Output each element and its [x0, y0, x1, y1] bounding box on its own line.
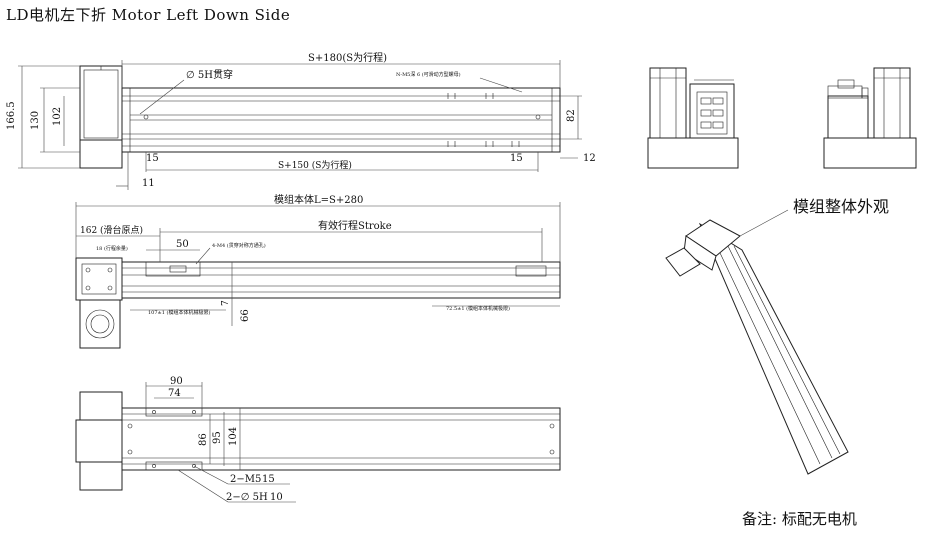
dim-74: 74: [168, 388, 181, 399]
dim-18: 18 (行程余量): [96, 245, 128, 252]
footer-note: 备注: 标配无电机: [742, 510, 857, 528]
page-title: LD电机左下折 Motor Left Down Side: [6, 6, 291, 24]
dim-104: 104: [228, 427, 239, 446]
front-motor-block: [79, 65, 123, 169]
dim-15-left: 15: [146, 153, 159, 164]
dim-82: 82: [566, 109, 577, 122]
isometric-view: [665, 209, 849, 475]
overall-view-label: 模组整体外观: [793, 197, 890, 216]
dim-90: 90: [170, 376, 183, 387]
dim-130: 130: [30, 111, 41, 130]
dim-107: 107±1 (模组本体机械极限): [148, 309, 210, 316]
dim-166: 166.5: [6, 101, 17, 130]
dim-7: 7: [221, 300, 231, 306]
dim-12: 12: [583, 153, 596, 164]
note-m5: 2−M5: [230, 474, 261, 485]
dim-86: 86: [198, 433, 209, 446]
note-hole-depth: 10: [270, 492, 283, 503]
dim-95: 95: [212, 431, 223, 444]
dim-66: 66: [240, 309, 251, 322]
note-m5-depth: 15: [262, 474, 275, 485]
hole-note: ∅ 5H贯穿: [186, 68, 233, 81]
bottom-view: 90 74 86 95 104 2−M5 15 2−∅ 5H 10: [75, 376, 561, 503]
front-view: S+180(S为行程) N-M5深 6 (可滑动方型螺母) ∅ 5H贯穿 166…: [6, 51, 596, 190]
side-view-left: [647, 67, 739, 169]
note-hole: 2−∅ 5H: [226, 492, 268, 503]
dim-162: 162 (滑台原点): [80, 224, 143, 236]
dim-72: 72.5±1 (模组本体机械极限): [446, 305, 510, 312]
slot-note: N-M5深 6 (可滑动方型螺母): [396, 71, 461, 78]
dim-15-right: 15: [510, 153, 523, 164]
dim-11: 11: [142, 178, 155, 189]
dim-102: 102: [52, 107, 63, 126]
top-view: 模组本体L=S+280 162 (滑台原点) 有效行程Stroke 50 4-M…: [75, 193, 561, 349]
dim-50: 50: [176, 239, 189, 250]
dim-stroke: 有效行程Stroke: [318, 219, 392, 232]
dim-4m4: 4-M4 (贯穿对称方通孔): [212, 242, 266, 249]
dim-body-length: 模组本体L=S+280: [274, 193, 363, 206]
dim-total-length: S+180(S为行程): [308, 51, 387, 64]
dim-stroke-inner: S+150 (S为行程): [278, 159, 352, 171]
side-view-right: [823, 67, 917, 169]
